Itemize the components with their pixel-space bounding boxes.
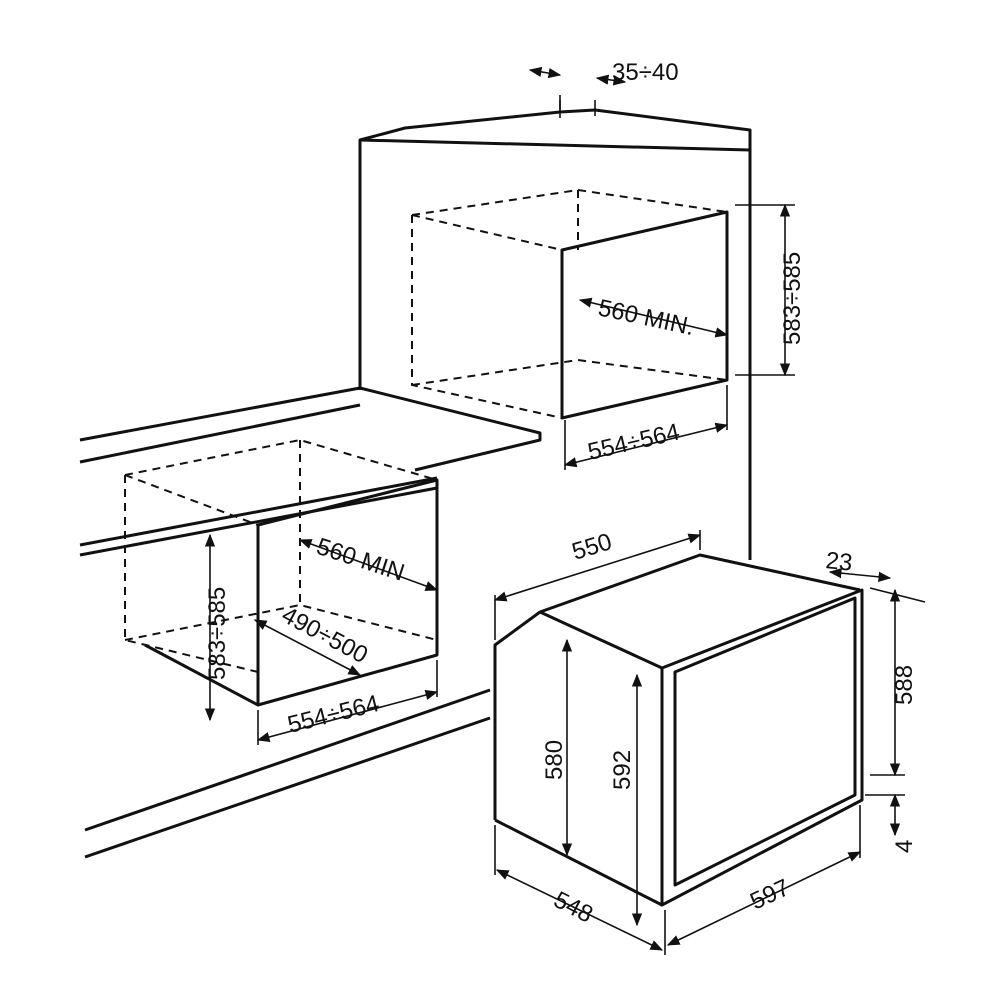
label-door-thickness: 23 [824,547,853,577]
label-upper-height: 583÷585 [779,252,806,345]
label-oven-depth-bottom: 548 [549,886,597,928]
label-oven-depth-top: 550 [569,528,615,566]
label-lower-diag: 490÷500 [277,601,372,669]
label-lower-depth: 560 MIN [313,533,408,587]
label-oven-body-height: 580 [541,740,568,780]
label-oven-width: 597 [746,874,794,915]
label-top-gap: 35÷40 [612,59,679,86]
label-bottom-gap: 4 [891,840,918,853]
label-door-height: 588 [891,665,918,705]
oven [493,553,864,907]
label-lower-height: 583÷585 [204,587,231,680]
label-upper-width: 554÷564 [585,419,682,466]
column-cabinet [358,95,752,560]
upper-opening [411,188,729,420]
dimension-lines [204,66,926,955]
countertop [79,386,542,557]
label-oven-front-height: 592 [609,750,636,790]
label-upper-depth: 560 MIN. [596,294,697,341]
